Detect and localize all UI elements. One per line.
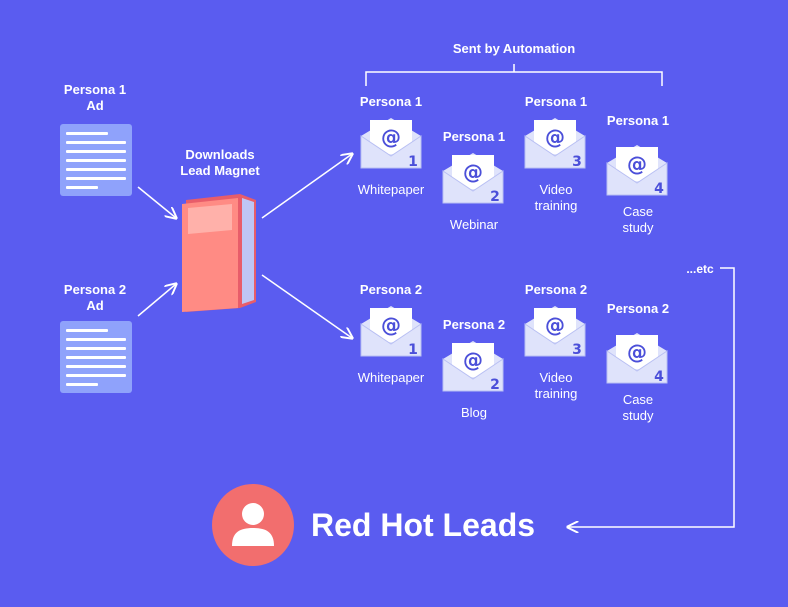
lead-magnet-line1: Downloads <box>185 147 255 162</box>
arrow-ad1-to-magnet <box>137 186 176 218</box>
row1-email-3-at-symbol: @ <box>545 125 565 149</box>
row1-label-3-line2: training <box>534 198 578 213</box>
row2-email-3-icon: @ 3 <box>524 306 586 358</box>
row2-persona-2: Persona 2 <box>442 317 506 332</box>
ad2-document <box>60 321 132 393</box>
row1-email-1-number: 1 <box>408 154 418 170</box>
ad2-label: Persona 2 Ad <box>55 282 135 314</box>
user-icon <box>232 503 274 546</box>
sent-by-automation-label: Sent by Automation <box>452 41 576 56</box>
leads-avatar <box>212 484 294 566</box>
row2-persona-4: Persona 2 <box>606 301 670 316</box>
row2-email-1-at-symbol: @ <box>381 313 401 337</box>
row2-email-2-number: 2 <box>490 377 500 393</box>
row2-label-3: Video training <box>513 370 599 402</box>
row2-email-2-icon: @ 2 <box>442 341 504 393</box>
arrow-magnet-to-row1 <box>261 154 352 219</box>
lead-magnet-label: Downloads Lead Magnet <box>170 147 270 179</box>
row1-label-4-line1: Case <box>622 204 654 219</box>
row1-label-4: Case study <box>595 204 681 236</box>
row1-email-4-number: 4 <box>654 181 664 197</box>
red-hot-leads-title: Red Hot Leads <box>311 507 536 543</box>
lead-magnet-line2: Lead Magnet <box>180 163 260 178</box>
etc-label: ...etc <box>686 262 714 276</box>
row2-label-4-line2: study <box>622 408 654 423</box>
ad2-label-line1: Persona 2 <box>63 282 127 297</box>
row2-label-4: Case study <box>595 392 681 424</box>
row1-persona-2: Persona 1 <box>442 129 506 144</box>
row2-label-2: Blog <box>460 405 488 420</box>
row1-email-4-icon: @ 4 <box>606 145 668 197</box>
row1-label-4-line2: study <box>622 220 654 235</box>
row2-email-2-at-symbol: @ <box>463 348 483 372</box>
row2-email-1-icon: @ 1 <box>360 306 422 358</box>
row2-label-1: Whitepaper <box>357 370 425 385</box>
arrow-etc-to-leads <box>568 267 735 527</box>
row1-persona-3: Persona 1 <box>524 94 588 109</box>
row1-email-2-at-symbol: @ <box>463 160 483 184</box>
lead-magnet-book-icon <box>182 194 256 312</box>
ad1-label: Persona 1 Ad <box>55 82 135 114</box>
row1-label-1: Whitepaper <box>357 182 425 197</box>
row1-email-1-icon: @ 1 <box>360 118 422 170</box>
row2-label-3-line1: Video <box>539 370 573 385</box>
automation-bracket <box>365 64 663 86</box>
row1-email-3-number: 3 <box>572 154 582 170</box>
ad2-label-line2: Ad <box>86 298 104 313</box>
row2-email-4-at-symbol: @ <box>627 340 647 364</box>
row2-email-1-number: 1 <box>408 342 418 358</box>
row2-persona-3: Persona 2 <box>524 282 588 297</box>
row2-email-3-number: 3 <box>572 342 582 358</box>
row1-label-2: Webinar <box>449 217 499 232</box>
arrow-ad2-to-magnet <box>137 284 176 317</box>
row1-persona-4: Persona 1 <box>606 113 670 128</box>
row1-email-3-icon: @ 3 <box>524 118 586 170</box>
arrow-magnet-to-row2 <box>261 274 352 338</box>
row2-label-4-line1: Case <box>622 392 654 407</box>
row1-email-2-icon: @ 2 <box>442 153 504 205</box>
row1-persona-1: Persona 1 <box>359 94 423 109</box>
row1-email-2-number: 2 <box>490 189 500 205</box>
ad1-document <box>60 124 132 196</box>
row2-label-3-line2: training <box>534 386 578 401</box>
ad1-label-line2: Ad <box>86 98 104 113</box>
row2-email-4-icon: @ 4 <box>606 333 668 385</box>
row2-persona-1: Persona 2 <box>359 282 423 297</box>
row1-email-4-at-symbol: @ <box>627 152 647 176</box>
ad1-label-line1: Persona 1 <box>63 82 127 97</box>
row1-email-1-at-symbol: @ <box>381 125 401 149</box>
row1-label-3: Video training <box>513 182 599 214</box>
row1-label-3-line1: Video <box>539 182 573 197</box>
row2-email-3-at-symbol: @ <box>545 313 565 337</box>
row2-email-4-number: 4 <box>654 369 664 385</box>
